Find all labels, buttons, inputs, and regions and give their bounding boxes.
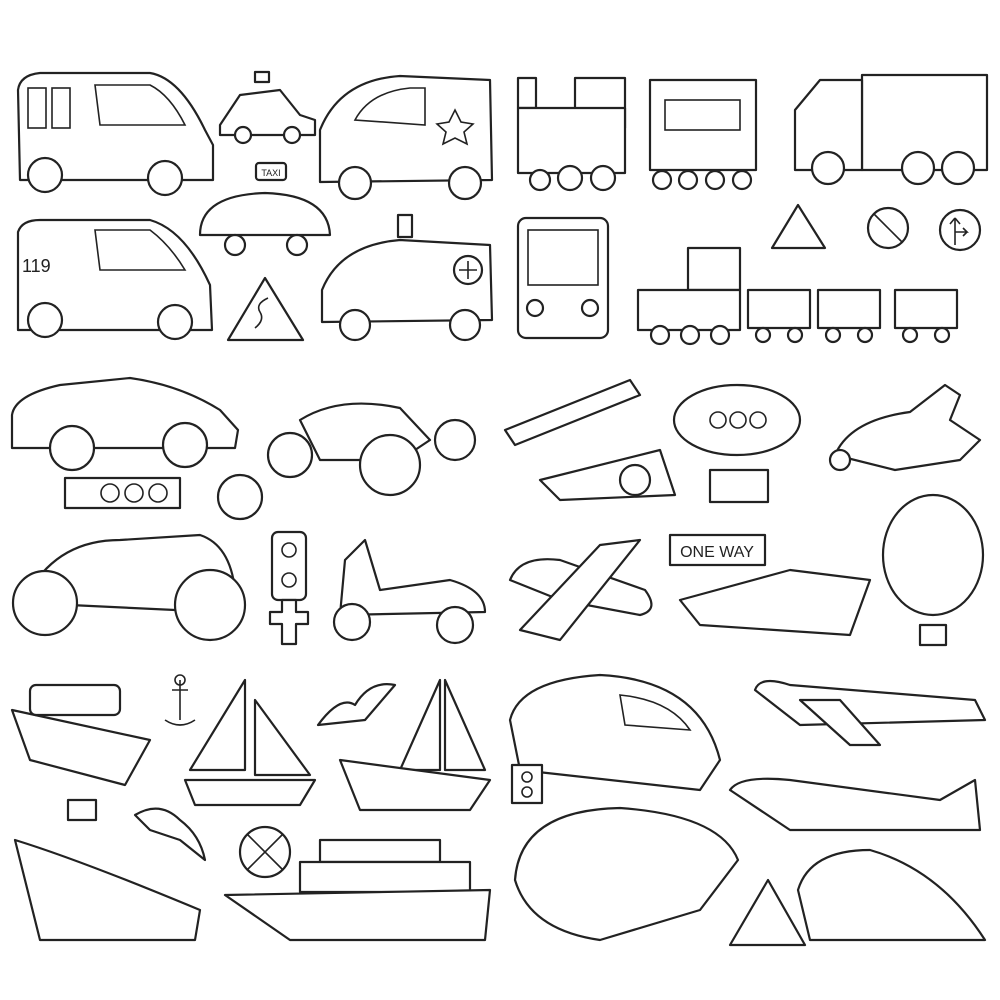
turn-sign-2 [216,473,264,521]
traffic-light-vertical [268,530,310,646]
one-way-text: ONE WAY [680,544,754,561]
passenger-plane [508,538,653,642]
quad-bike [266,402,477,497]
truck [793,73,989,186]
taxi-sign: TAXI [261,168,280,178]
seagull-2 [133,807,207,862]
traffic-light-horizontal [63,476,182,510]
bullet-train [508,673,722,792]
sailboat-2 [338,678,492,812]
anchor-icon [164,674,196,726]
hot-air-balloon [881,493,985,647]
airship-balloon [672,383,802,504]
seagull [316,683,397,727]
no-entry-sign [866,206,910,250]
freight-train [636,246,959,346]
triangle-sign [728,878,807,947]
airliner [753,679,987,747]
steamship [13,798,202,942]
race-car [10,376,240,472]
bullet-train-front [513,806,740,942]
bus-front [516,216,610,340]
cruise-ship-large [223,838,492,942]
scooter [332,538,487,645]
steam-locomotive [516,76,627,192]
ambulance-number: 119 [22,256,51,276]
police-car-small [218,70,317,145]
jet-aircraft [678,568,872,637]
ambulance-119: 119 [16,218,214,341]
turn-arrow-sign [938,208,982,252]
motorcycle [11,533,247,642]
bullet-train-2 [796,848,987,942]
propeller-plane [828,383,982,472]
traffic-signal-small [510,763,544,805]
bus-van [16,71,215,197]
slippery-road-sign [226,276,305,342]
warning-triangle-sign [770,203,827,250]
airliner-2 [728,777,982,832]
train-carriage [648,78,758,191]
no-anchoring-sign [238,825,292,879]
sailboat [183,678,317,807]
ambulance-van [320,213,494,342]
biplane [503,378,677,502]
cruise-ship-small [10,683,152,787]
police-van [318,74,494,201]
one-way-sign: ONE WAY [668,533,767,567]
taxi: TAXI [198,161,332,257]
